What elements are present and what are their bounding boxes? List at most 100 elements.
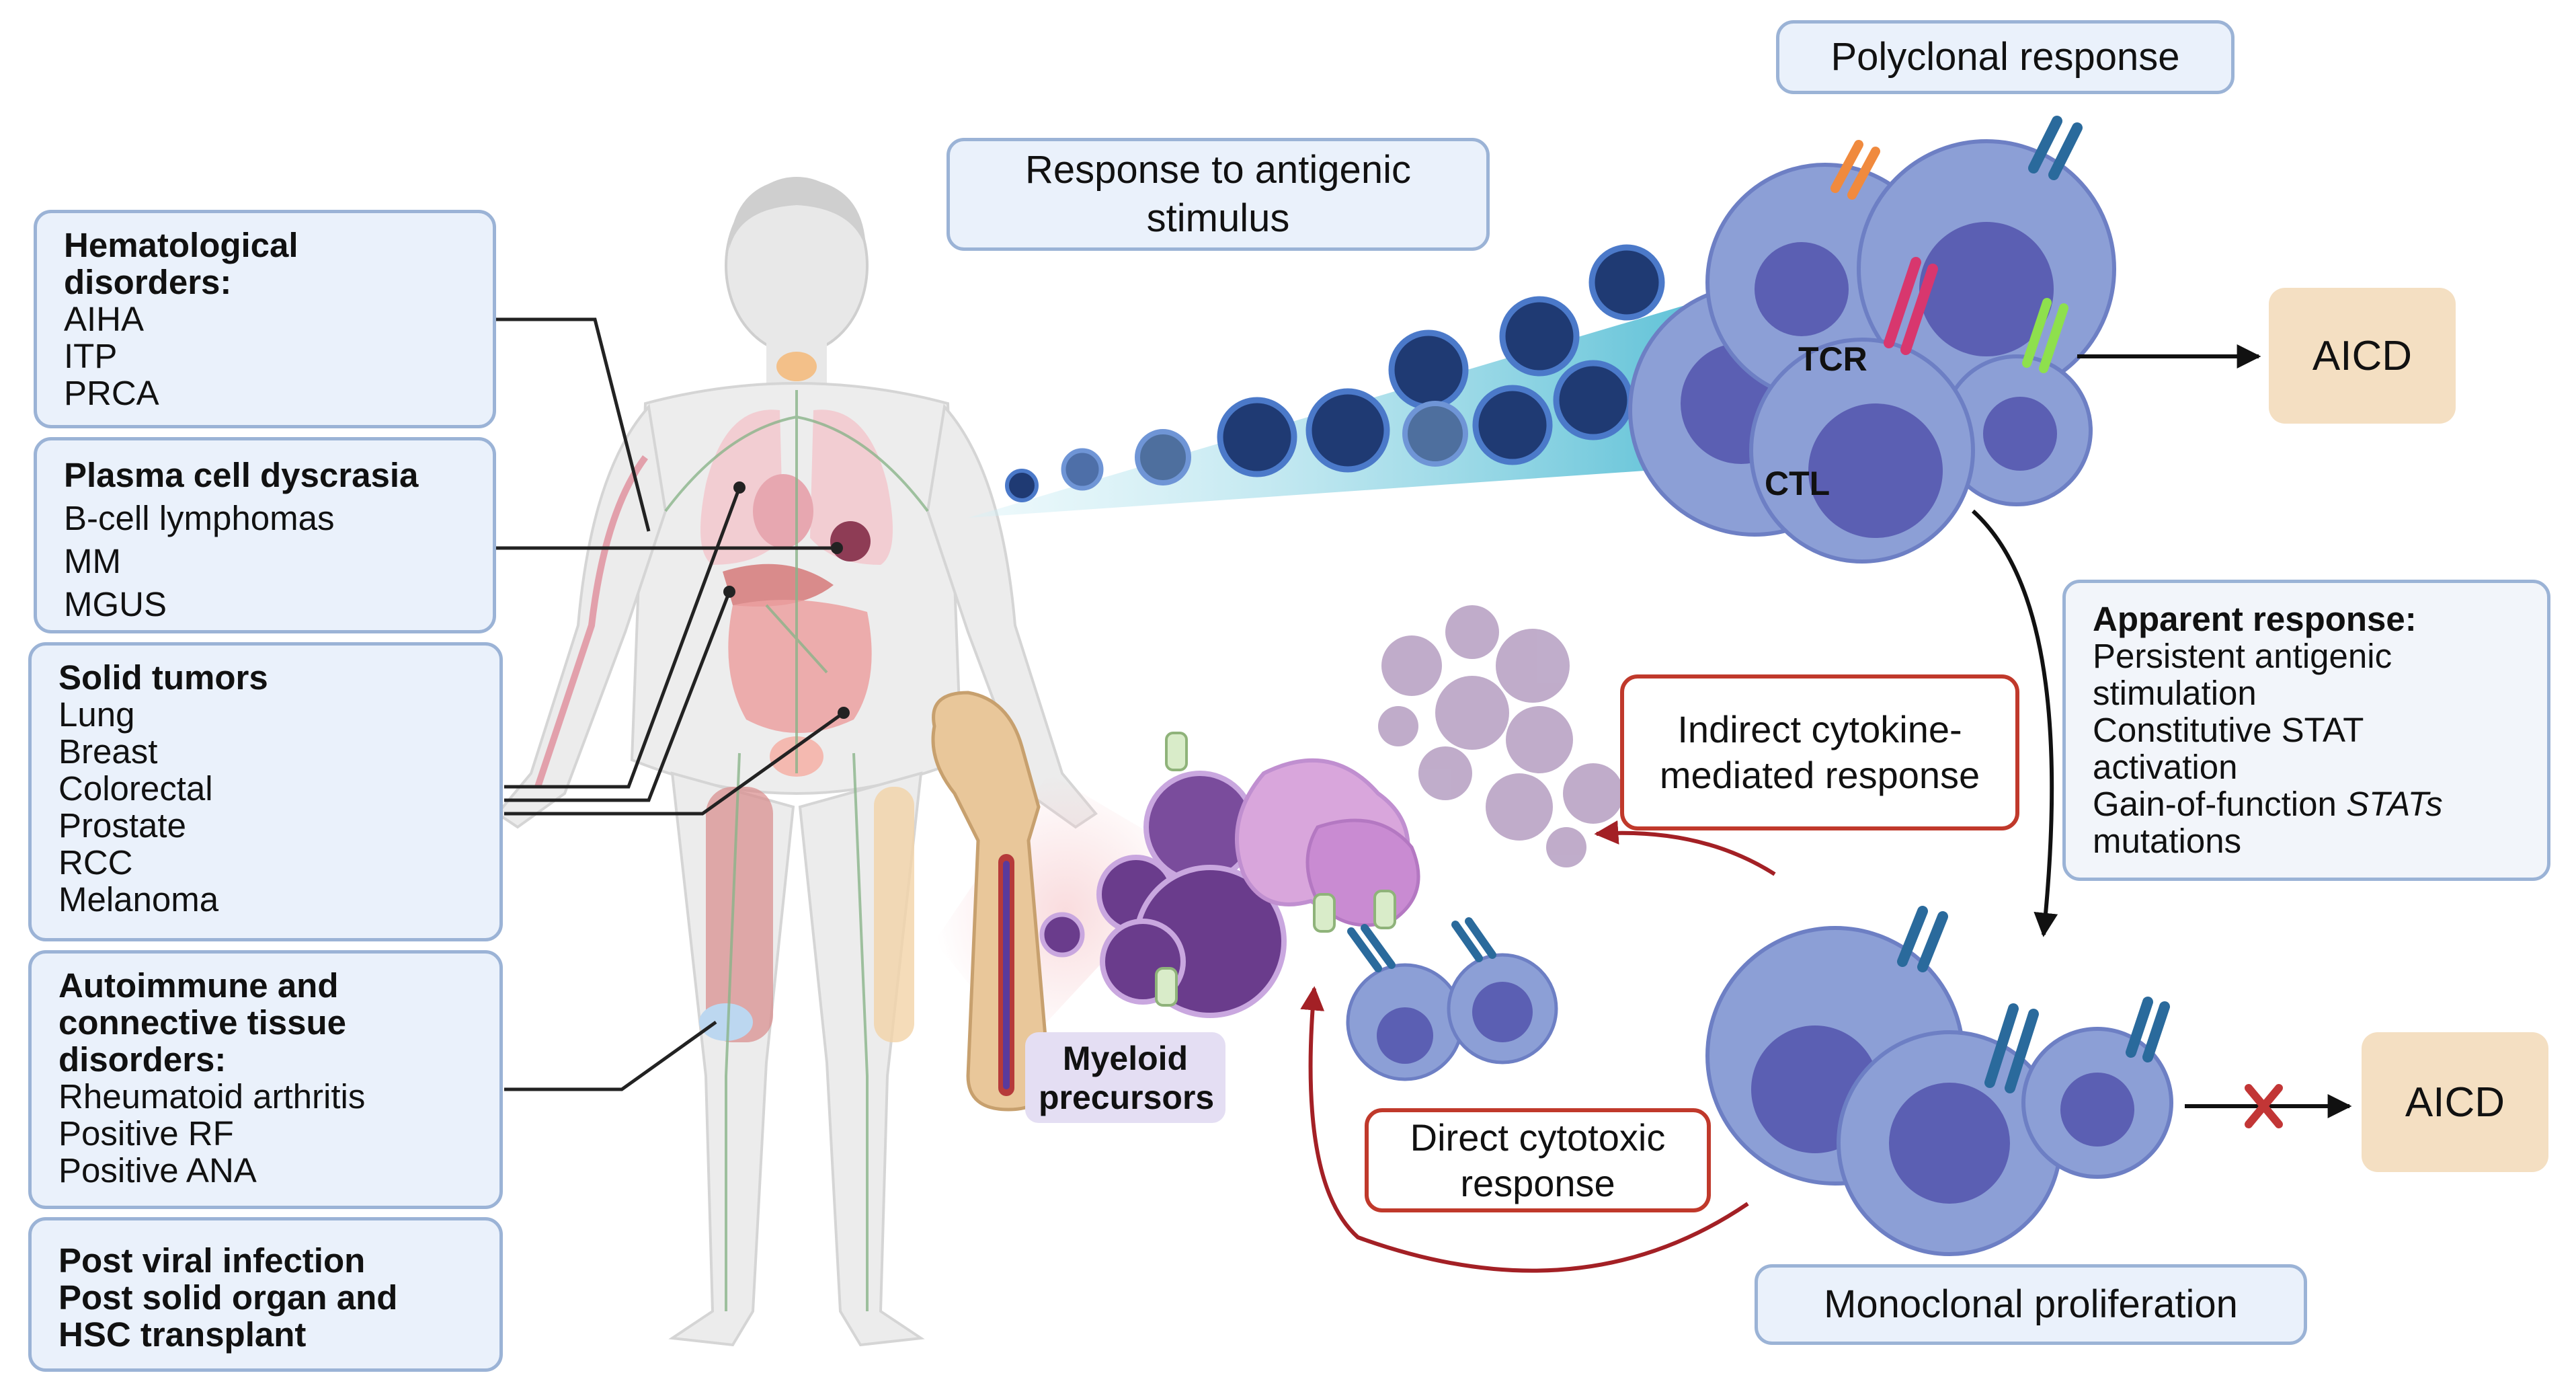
organ-dot-lung <box>733 481 746 494</box>
connector-lines <box>494 317 845 1091</box>
organ-dot-intestine <box>838 707 850 719</box>
small-ctl-nucleus <box>1377 1007 1433 1064</box>
solid-item: Melanoma <box>58 880 219 919</box>
antigen-cell <box>1499 296 1580 377</box>
direct-label: Direct cytotoxic response <box>1410 1116 1666 1204</box>
connector-hematological <box>494 317 651 532</box>
small-ctl-nucleus <box>1472 982 1533 1042</box>
myeloid-cell <box>1039 912 1085 958</box>
mono-tcr-receptors <box>1897 906 2170 1093</box>
polyclonal-cell-cluster <box>1628 116 2116 564</box>
apparent-item: Persistent antigenic <box>2093 637 2392 675</box>
femur-bone <box>931 691 1051 1112</box>
polyclonal-response-box: Polyclonal response <box>1776 20 2235 94</box>
apparent-response-box: Apparent response: Persistent antigenic … <box>2062 580 2550 881</box>
solid-item: Lung <box>58 695 135 734</box>
post-line: HSC transplant <box>58 1315 307 1354</box>
bone-marrow-core <box>1003 861 1010 1089</box>
aicd-top-box: AICD <box>2269 288 2456 424</box>
antigen-cell <box>1588 244 1665 321</box>
liver-shape <box>723 564 834 607</box>
thigh-muscle-shape <box>706 787 773 1042</box>
solid-item: Breast <box>58 732 158 771</box>
cytokine-receptors <box>1155 732 1396 1007</box>
spleen-shape <box>830 521 871 561</box>
response-antigenic-box: Response to antigenic stimulus <box>947 138 1490 251</box>
mono-nucleus <box>1889 1083 2010 1204</box>
apparent-item: activation <box>2093 748 2238 786</box>
autoimmune-title: Autoimmune and connective tissue disorde… <box>58 966 346 1079</box>
arrow-indirect-response <box>1594 820 1776 876</box>
apparent-item: stimulation <box>2093 674 2257 712</box>
antigen-cell <box>1061 448 1104 491</box>
tcr-label: TCR <box>1798 340 1867 378</box>
myeloid-precursors-box: Myeloid precursors <box>1025 1032 1225 1123</box>
blocked-x-icon <box>2245 1084 2283 1128</box>
direct-response-box: Direct cytotoxic response <box>1365 1108 1711 1212</box>
apparent-title: Apparent response: <box>2093 600 2417 638</box>
hematological-item: AIHA <box>64 300 145 338</box>
monoclonal-cell-cluster <box>1705 906 2173 1256</box>
indirect-label: Indirect cytokine-mediated response <box>1659 708 1980 796</box>
antigen-cell <box>1135 429 1191 486</box>
monoclonal-label: Monoclonal proliferation <box>1824 1282 2238 1326</box>
antigen-cell <box>1305 388 1390 473</box>
myeloid-label: Myeloid precursors <box>1039 1039 1215 1116</box>
t-cell-nucleus <box>1919 222 2054 356</box>
antigen-cell <box>1005 469 1039 502</box>
connector-solid-2 <box>504 591 731 802</box>
lymphatic-lines <box>664 390 929 1311</box>
indirect-response-box: Indirect cytokine-mediated response <box>1620 674 2019 830</box>
tcr-receptor-pink <box>1884 257 1938 355</box>
autoimmune-item: Positive ANA <box>58 1151 257 1190</box>
organ-dot-spleen <box>831 542 843 554</box>
plasma-cell-dyscrasia-box: Plasma cell dyscrasia B-cell lymphomas M… <box>34 437 496 633</box>
aicd-bottom-box: AICD <box>2362 1032 2548 1172</box>
plasma-title: Plasma cell dyscrasia <box>64 456 419 494</box>
ctl-nucleus <box>1808 403 1943 538</box>
femur-bone-shape <box>874 787 914 1042</box>
left-arm-shape <box>495 403 668 829</box>
hematological-disorders-box: Hematological disorders: AIHA ITP PRCA <box>34 210 496 428</box>
antigen-cell <box>1472 385 1553 465</box>
attacking-ctl-cells <box>1346 917 1558 1081</box>
heart-shape <box>753 474 813 548</box>
apparent-italic-word: STATs <box>2346 785 2443 823</box>
aicd-top-label: AICD <box>2312 332 2413 379</box>
apparent-item: mutations <box>2093 822 2242 860</box>
autoimmune-item: Positive RF <box>58 1114 234 1153</box>
solid-tumors-box: Solid tumors Lung Breast Colorectal Pros… <box>28 642 503 941</box>
right-lung-shape <box>810 410 893 565</box>
apoptotic-debris <box>1378 605 1623 867</box>
plasma-item: B-cell lymphomas <box>64 499 335 537</box>
apparent-item: Gain-of-function <box>2093 785 2337 823</box>
thyroid-shape <box>776 352 817 381</box>
solid-item: Colorectal <box>58 769 213 808</box>
post-transplant-box: Post viral infection Post solid organ an… <box>28 1217 503 1372</box>
response-antigenic-label: Response to antigenic stimulus <box>1025 148 1411 240</box>
connector-solid-1 <box>504 487 741 789</box>
plasma-item: MGUS <box>64 585 167 623</box>
hematological-item: ITP <box>64 337 118 375</box>
t-cell-nucleus <box>1983 397 2057 471</box>
antigen-cell <box>1402 401 1468 467</box>
myeloid-cell-cluster <box>1039 605 1623 1018</box>
post-line: Post viral infection <box>58 1241 366 1280</box>
knee-shape <box>699 1003 753 1041</box>
antigen-cell <box>1553 360 1634 440</box>
tcr-receptor-orange <box>1830 140 1880 200</box>
connector-autoimmune <box>504 1020 717 1091</box>
intestine-shape <box>728 600 872 733</box>
arrow-direct-response <box>1300 986 1749 1273</box>
apparent-item-row: Gain-of-function STATs <box>2093 785 2520 822</box>
polyclonal-label: Polyclonal response <box>1830 35 2180 79</box>
hematological-item: PRCA <box>64 374 159 412</box>
organ-dot-liver <box>723 586 735 598</box>
plasma-item: MM <box>64 542 121 580</box>
solid-title: Solid tumors <box>58 658 268 697</box>
antigen-cell <box>1388 329 1469 410</box>
ctl-label: CTL <box>1765 465 1830 502</box>
arrow-polyclonal-to-monoclonal <box>1971 509 2058 937</box>
antigen-cells <box>1005 244 1665 502</box>
